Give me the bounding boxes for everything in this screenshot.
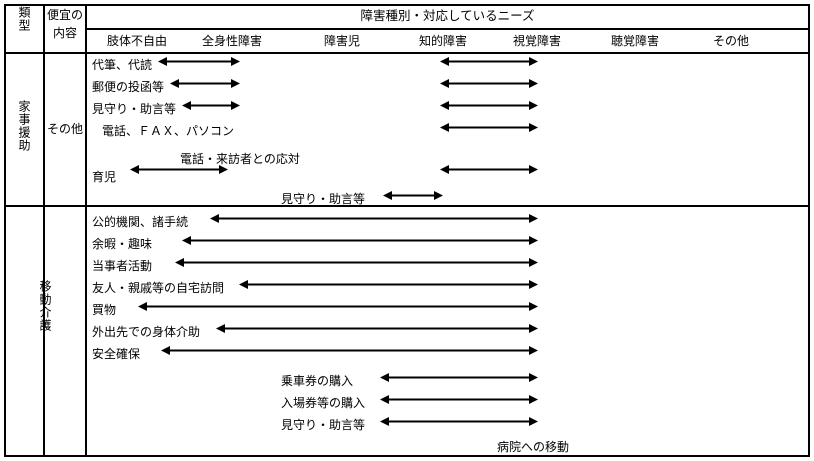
row-label: 郵便の投函等	[92, 80, 165, 94]
row-label: 友人・親戚等の自宅訪問	[92, 281, 225, 295]
column-header-5: 視覚障害	[512, 34, 561, 48]
header-content-label-line1: 便宜の	[46, 8, 83, 22]
row-label: 電話・来訪者との応対	[180, 152, 300, 166]
row-label: 入場券等の購入	[281, 396, 366, 410]
table-outer-border	[4, 4, 810, 457]
row-label: 買物	[92, 303, 117, 317]
row-label: 外出先での身体介助	[92, 325, 201, 339]
row-label: 当事者活動	[92, 259, 153, 273]
arrow-1-1-0	[182, 235, 538, 246]
row-label: 病院への移動	[497, 440, 570, 454]
header-span-title: 障害種別・対応しているニーズ	[360, 8, 535, 23]
arrow-1-6-0	[161, 345, 538, 356]
arrow-1-3-0	[239, 279, 538, 290]
section-label-ido-kaigo: 移動介護	[38, 280, 52, 332]
arrow-0-2-0	[182, 100, 240, 111]
column-header-6: 聴覚障害	[610, 34, 659, 48]
arrow-1-0-0	[210, 213, 538, 224]
arrow-1-2-0	[175, 257, 538, 268]
row-label: 見守り・助言等	[92, 102, 177, 116]
column-header-7: その他	[712, 34, 749, 48]
row-label: 見守り・助言等	[281, 192, 366, 206]
arrow-0-0-0	[158, 56, 240, 67]
vline-content-main	[85, 4, 87, 457]
row-label: 見守り・助言等	[281, 418, 366, 432]
row-label: 余暇・趣味	[92, 237, 153, 251]
column-header-4: 知的障害	[418, 34, 467, 48]
row-label: 安全確保	[92, 347, 141, 361]
hline-section-split	[4, 205, 810, 207]
arrow-0-5-1	[440, 164, 538, 175]
arrow-0-1-1	[440, 78, 538, 89]
arrow-1-7-0	[380, 372, 538, 383]
arrow-0-3-0	[440, 122, 538, 133]
row-label: 乗車券の購入	[281, 374, 354, 388]
row-label: 公的機関、諸手続	[92, 215, 189, 229]
arrow-1-5-0	[216, 323, 538, 334]
column-header-2: 全身性障害	[201, 34, 262, 48]
arrow-1-9-0	[380, 416, 538, 427]
arrow-0-2-1	[440, 100, 538, 111]
vline-type-content	[43, 4, 45, 457]
section-content-label-sonota: その他	[46, 122, 83, 136]
header-type-label: 類型	[17, 6, 31, 32]
column-header-1: 肢体不自由	[106, 34, 167, 48]
arrow-0-5-0	[130, 164, 228, 175]
arrow-0-0-1	[440, 56, 538, 67]
row-label: 電話、ＦＡＸ、パソコン	[102, 124, 235, 138]
column-header-3: 障害児	[323, 34, 360, 48]
row-label: 育児	[92, 170, 117, 184]
arrow-1-8-0	[380, 394, 538, 405]
arrow-1-4-0	[138, 301, 538, 312]
hline-header-split	[85, 28, 810, 30]
row-label: 代筆、代読	[92, 58, 153, 72]
section-label-kaji-enjo: 家事援助	[17, 100, 31, 152]
arrow-0-1-0	[170, 78, 240, 89]
arrow-0-6-0	[383, 190, 443, 201]
header-content-label-line2: 内容	[52, 26, 77, 40]
hline-header-bottom	[4, 52, 810, 54]
